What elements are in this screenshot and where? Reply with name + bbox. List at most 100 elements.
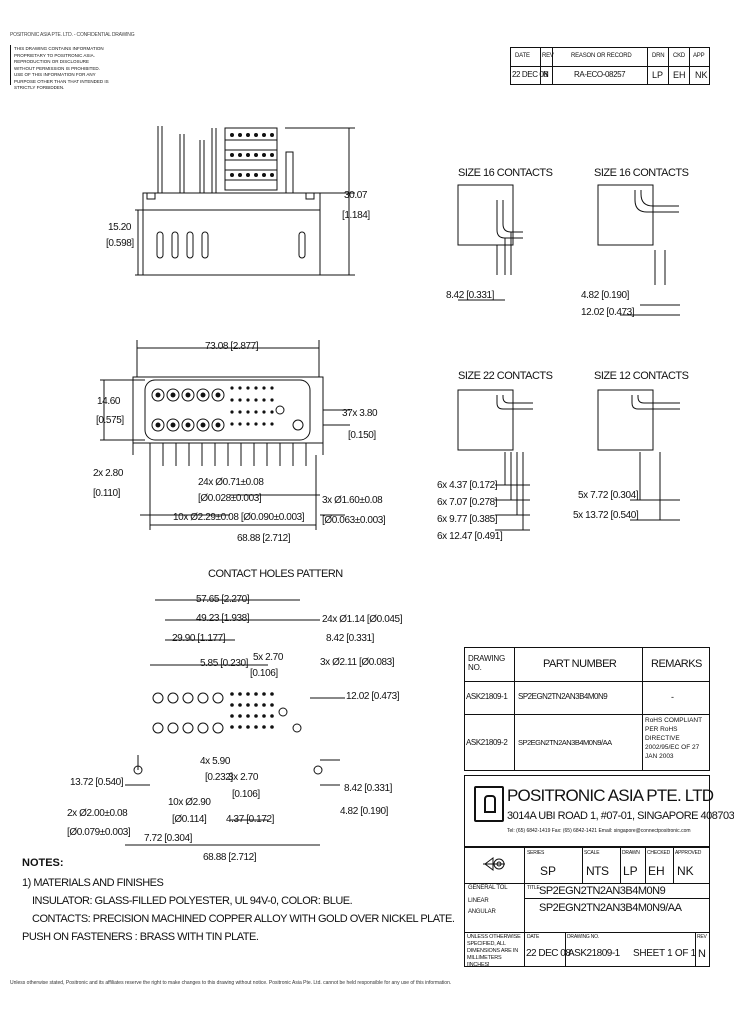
tb-checked: EH bbox=[648, 864, 665, 878]
side-pin-height-in: [0.598] bbox=[106, 238, 134, 249]
tb-general-tol: GENERAL TOL bbox=[468, 885, 508, 891]
tb-title-label: TITLE bbox=[527, 885, 540, 891]
hp-d15: 4.82 [0.190] bbox=[340, 806, 389, 817]
contact-view-dim-4b: 5x 13.72 [0.540] bbox=[573, 510, 639, 521]
parts-h-drawing: DRAWING NO. bbox=[468, 654, 505, 672]
front-holes-10x: 10x Ø2.29±0.08 [Ø0.090±0.003] bbox=[173, 512, 305, 523]
hp-d17b: [Ø0.079±0.003] bbox=[67, 827, 131, 838]
parts-row2-remarks: RoHS COMPLIANT PER RoHS DIRECTIVE 2002/9… bbox=[645, 717, 702, 760]
contact-view-dim-3a: 6x 4.37 [0.172] bbox=[437, 480, 498, 491]
contact-view-size16-b bbox=[597, 184, 680, 316]
hp-d16: 13.72 [0.540] bbox=[70, 777, 124, 788]
front-holes-3x: 3x Ø1.60±0.08 bbox=[322, 495, 383, 506]
hp-d17: 2x Ø2.00±0.08 bbox=[67, 808, 128, 819]
front-right-h: 37x 3.80 bbox=[342, 408, 378, 419]
front-overall: 68.88 [2.712] bbox=[237, 533, 291, 544]
front-height: 14.60 bbox=[97, 396, 121, 407]
revision-table: DATE REV REASON OR RECORD DRN CKD APP 22… bbox=[510, 47, 710, 85]
hp-d13: 4.37 [0.172] bbox=[226, 814, 275, 825]
parts-row1-part: SP2EGN2TN2AN3B4M0N9 bbox=[518, 692, 608, 701]
hole-pattern-small bbox=[230, 692, 274, 729]
contact-view-size22 bbox=[457, 389, 533, 531]
side-height: 30.07 bbox=[344, 190, 368, 201]
hp-d5b: [0.106] bbox=[250, 668, 278, 679]
tb-rev-label: REV bbox=[697, 934, 707, 940]
tb-drawn: LP bbox=[623, 864, 638, 878]
parts-h-remarks: REMARKS bbox=[651, 658, 702, 670]
tb-series: SP bbox=[540, 864, 557, 878]
hole-pattern-lines bbox=[125, 599, 345, 846]
tb-unless: UNLESS OTHERWISE SPECIFIED, ALL DIMENSIO… bbox=[467, 934, 521, 968]
hole-pattern-large bbox=[133, 692, 323, 775]
front-view-pins bbox=[149, 443, 307, 466]
rev-drn: LP bbox=[652, 70, 664, 80]
tb-drawing-no-label: DRAWING NO. bbox=[567, 934, 600, 940]
rev-h-app: APP bbox=[693, 53, 705, 59]
hp-d11: 3x 2.70 bbox=[228, 772, 259, 783]
tb-date: 22 DEC 08 bbox=[526, 948, 571, 959]
contact-view-dim-2a: 4.82 [0.190] bbox=[581, 290, 630, 301]
rev-h-reason: REASON OR RECORD bbox=[571, 53, 632, 59]
hp-d14: 8.42 [0.331] bbox=[344, 783, 393, 794]
rev-h-ckd: CKD bbox=[673, 53, 686, 59]
front-view bbox=[100, 340, 350, 530]
notes-line4: PUSH ON FASTENERS : BRASS WITH TIN PLATE… bbox=[22, 931, 259, 943]
company-contact: Tel: (65) 6842-1419 Fax: (65) 6842-1421 … bbox=[507, 828, 691, 834]
side-pin-height: 15.20 bbox=[108, 222, 132, 233]
notes-title: NOTES: bbox=[22, 857, 64, 869]
title-block: SERIES SP SCALE NTS DRAWN LP CHECKED EH … bbox=[464, 847, 710, 968]
notes-line1: 1) MATERIALS AND FINISHES bbox=[22, 877, 164, 889]
tb-date-label: DATE bbox=[527, 934, 540, 940]
hp-d11b: [0.106] bbox=[232, 789, 260, 800]
tb-rev: N bbox=[698, 948, 706, 960]
tb-sheet: SHEET 1 OF 1 bbox=[633, 948, 696, 959]
parts-row2-drawing: ASK21809-2 bbox=[466, 738, 508, 747]
hp-d3: 29.90 [1.177] bbox=[172, 633, 226, 644]
rev-h-drn: DRN bbox=[652, 53, 665, 59]
tb-drawn-label: DRAWN bbox=[622, 850, 640, 856]
logo-icon bbox=[484, 795, 496, 813]
tb-scale-label: SCALE bbox=[584, 850, 600, 856]
contact-view-dim-3b: 6x 7.07 [0.278] bbox=[437, 497, 498, 508]
contact-view-dim-3d: 6x 12.47 [0.491] bbox=[437, 531, 503, 542]
contact-view-size16-a bbox=[457, 184, 523, 301]
parts-row1-drawing: ASK21809-1 bbox=[466, 692, 508, 701]
rev-h-rev: REV bbox=[542, 53, 554, 59]
front-right-h-in: [0.150] bbox=[348, 430, 376, 441]
company-address: 3014A UBI ROAD 1, #07-01, SINGAPORE 4087… bbox=[507, 810, 734, 822]
hp-d2: 49.23 [1.938] bbox=[196, 613, 250, 624]
tb-series-label: SERIES bbox=[527, 850, 545, 856]
front-width: 73.08 [2.877] bbox=[205, 341, 259, 352]
contact-view-title-3: SIZE 22 CONTACTS bbox=[458, 370, 553, 382]
rev-app: NK bbox=[695, 70, 708, 80]
front-view-contacts bbox=[151, 388, 304, 432]
contact-view-dim-2b: 12.02 [0.473] bbox=[581, 307, 635, 318]
hp-d8: 3x Ø2.11 [Ø0.083] bbox=[320, 657, 395, 668]
hp-d19: 68.88 [2.712] bbox=[203, 852, 257, 863]
hp-d6: 24x Ø1.14 [Ø0.045] bbox=[322, 614, 403, 625]
parts-row1-remarks: - bbox=[671, 692, 674, 702]
hp-d5: 5x 2.70 bbox=[253, 652, 284, 663]
front-holes-3x-in: [Ø0.063±0.003] bbox=[322, 515, 386, 526]
rev-date: 22 DEC 08 bbox=[512, 70, 548, 79]
tb-checked-label: CHECKED bbox=[647, 850, 671, 856]
side-height-in: [1.184] bbox=[342, 210, 370, 221]
top-notice-box: THIS DRAWING CONTAINS INFORMATION PROPRI… bbox=[10, 45, 111, 90]
tb-scale: NTS bbox=[586, 864, 609, 878]
hp-d4: 5.85 [0.230] bbox=[200, 658, 249, 669]
contact-view-dim-4a: 5x 7.72 [0.304] bbox=[578, 490, 639, 501]
tb-linear: LINEAR bbox=[468, 898, 489, 904]
notes-line3: CONTACTS: PRECISION MACHINED COPPER ALLO… bbox=[32, 913, 455, 925]
projection-symbol bbox=[483, 854, 505, 874]
hp-d10: 4x 5.90 bbox=[200, 756, 231, 767]
rev-ckd: EH bbox=[673, 70, 686, 80]
footer-note: Unless otherwise stated, Positronic and … bbox=[10, 980, 452, 986]
rev-reason: RA-ECO-08257 bbox=[574, 70, 626, 79]
company-logo bbox=[474, 786, 504, 822]
top-notice: THIS DRAWING CONTAINS INFORMATION PROPRI… bbox=[14, 46, 109, 90]
company-name: POSITRONIC ASIA PTE. LTD bbox=[507, 786, 714, 805]
tb-title1: SP2EGN2TN2AN3B4M0N9 bbox=[539, 885, 666, 897]
contact-view-title-1: SIZE 16 CONTACTS bbox=[458, 167, 553, 179]
rev-h-date: DATE bbox=[515, 53, 530, 59]
hp-d10b: [0.232] bbox=[205, 772, 233, 783]
